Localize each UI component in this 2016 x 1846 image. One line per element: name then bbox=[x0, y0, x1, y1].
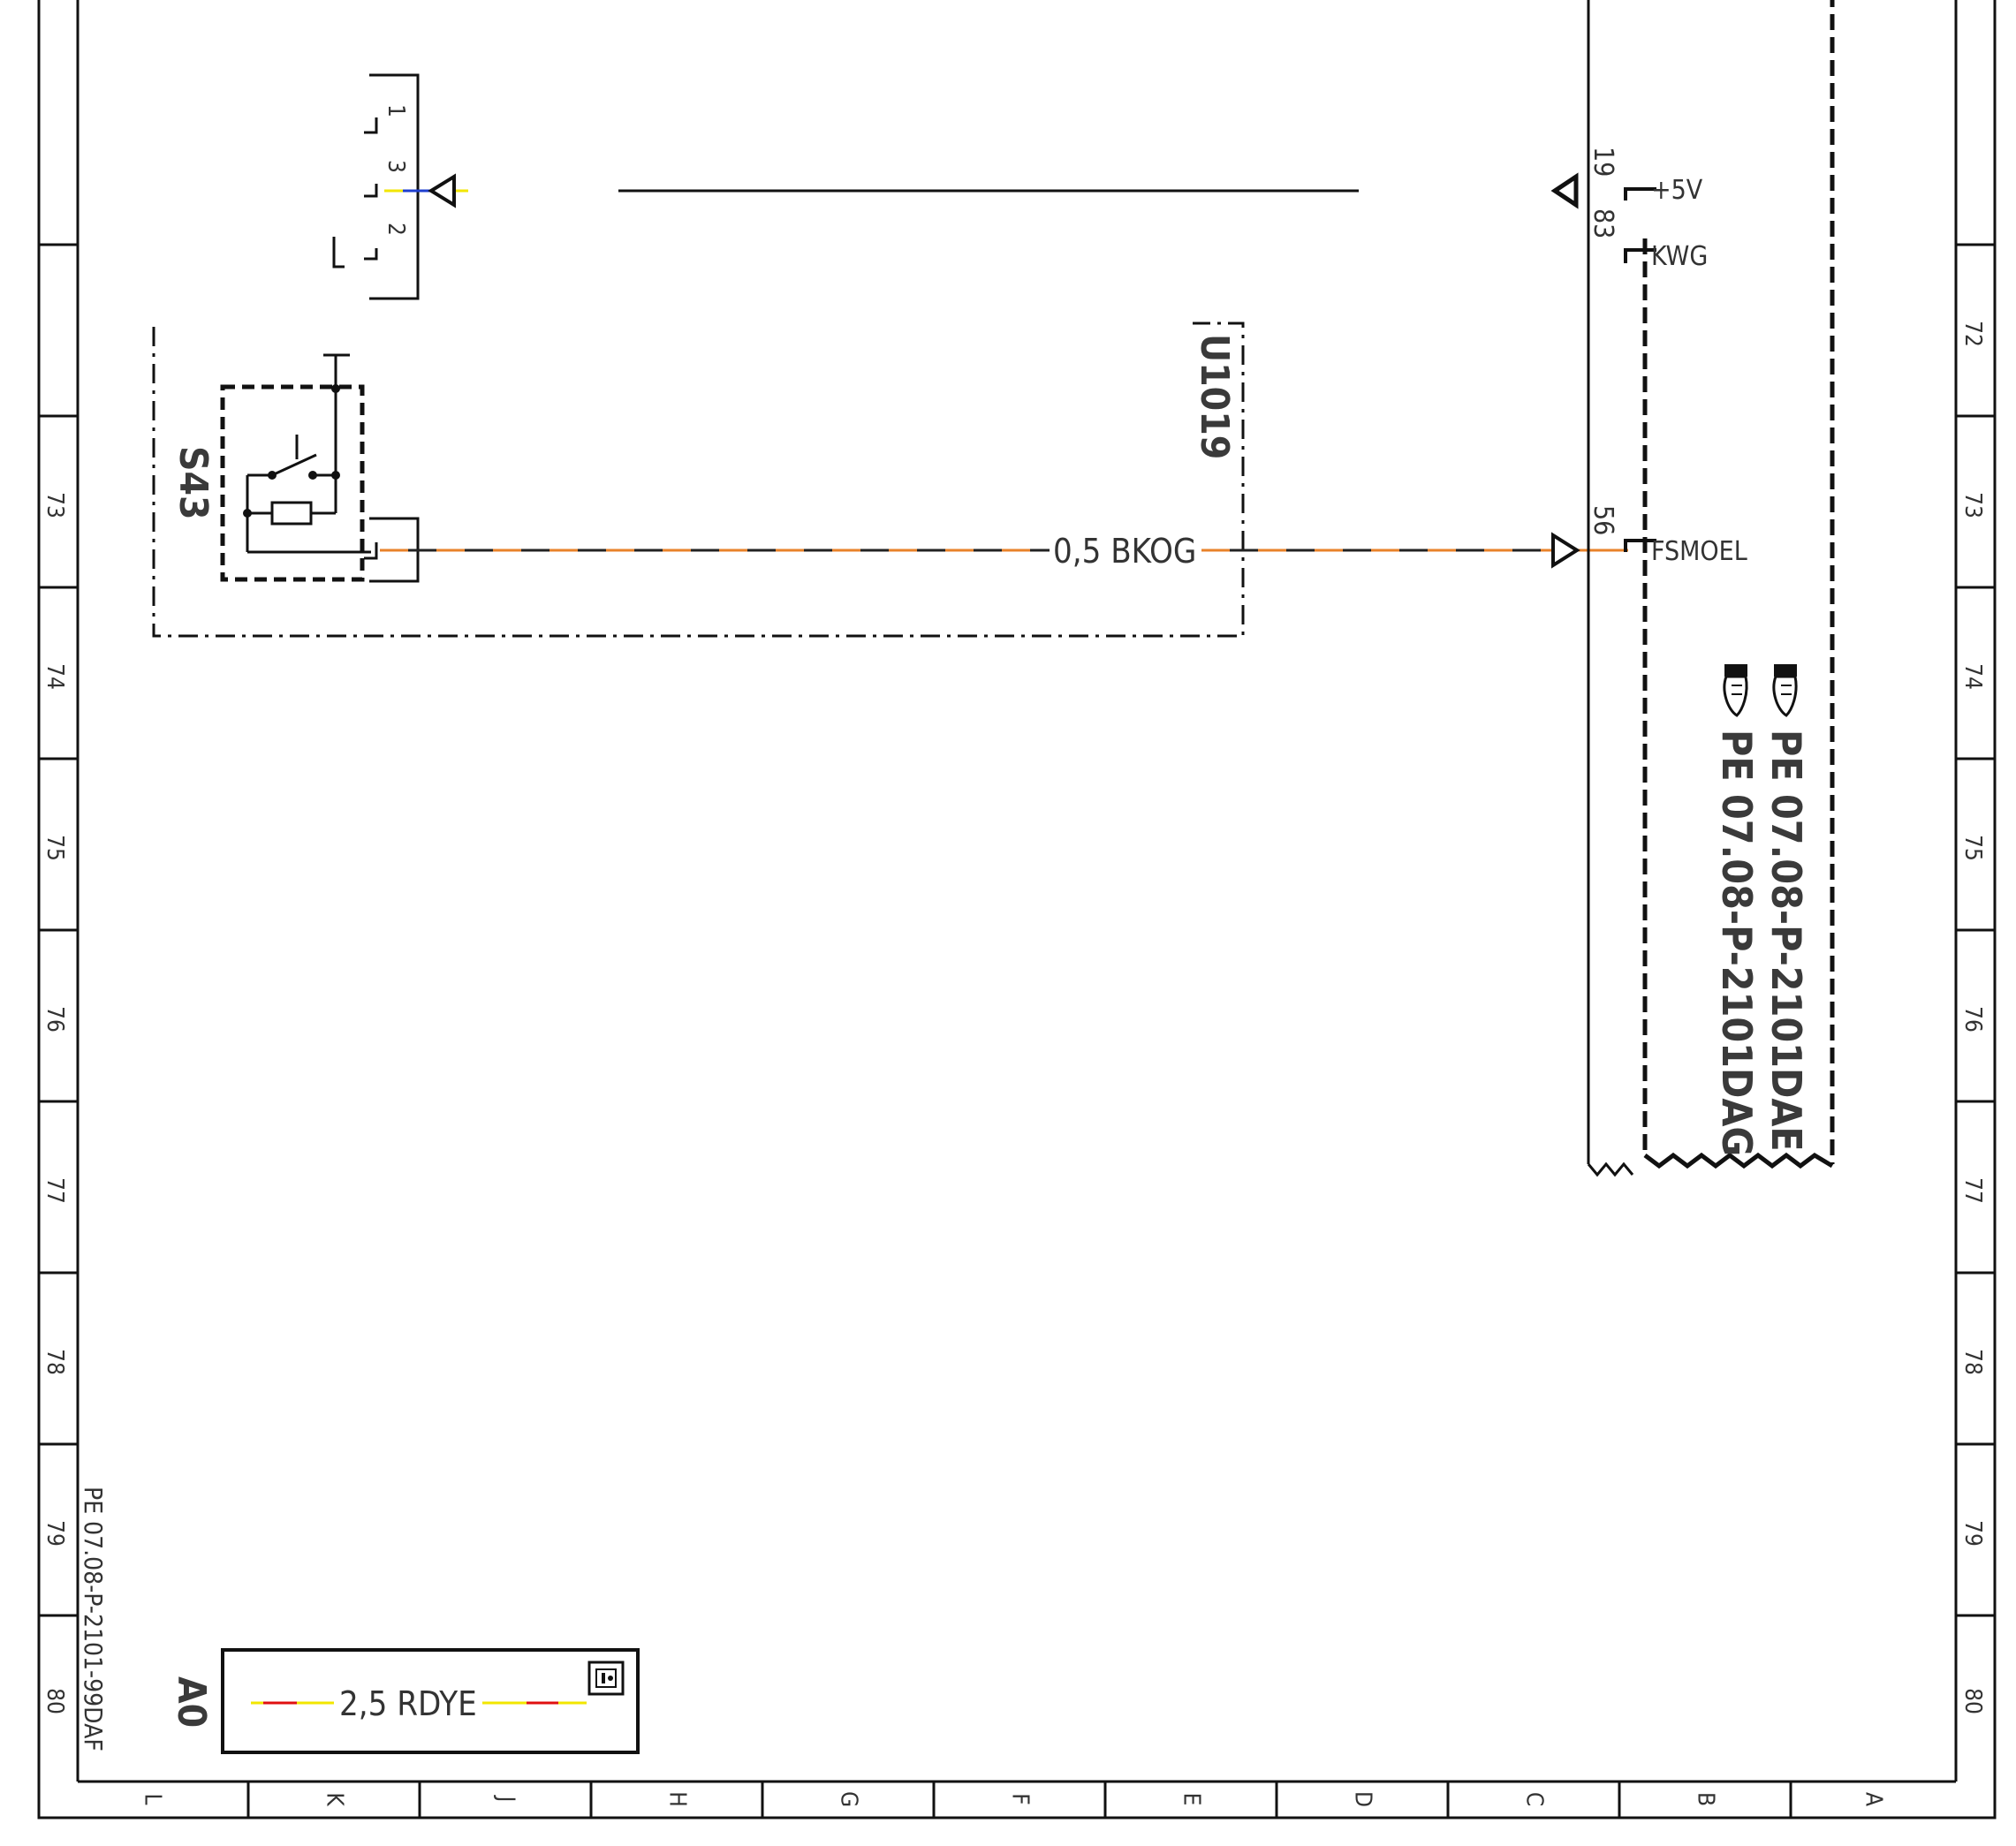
vehicle-enclosure bbox=[152, 322, 1245, 638]
column-letter: H bbox=[664, 1791, 691, 1807]
pin-number: 19 bbox=[1588, 147, 1618, 177]
row-numbers-left: 73 74 75 76 77 78 79 80 bbox=[42, 492, 68, 1714]
switch-symbol bbox=[246, 353, 371, 554]
column-letter: D bbox=[1350, 1791, 1376, 1807]
info-icon[interactable] bbox=[587, 1661, 625, 1696]
sheet-frame bbox=[37, 0, 1997, 1820]
legend-tag: A0 bbox=[169, 1676, 214, 1728]
switch-housing bbox=[220, 384, 365, 582]
document-reference: PE 07.08-P-2101DAE bbox=[1762, 730, 1810, 1152]
column-letter: K bbox=[322, 1792, 348, 1806]
pin-number: 2 bbox=[383, 223, 409, 236]
module-label: U1019 bbox=[1192, 334, 1237, 459]
row-number: 75 bbox=[42, 835, 68, 861]
connector-top-arrow-icon bbox=[428, 173, 456, 208]
control-unit-pin-numbers: 19 83 56 bbox=[1588, 147, 1618, 535]
pin-number: 83 bbox=[1588, 208, 1618, 238]
sheet-reference: PE 07.08-P-2101-99DAF bbox=[79, 1487, 108, 1751]
row-number: 78 bbox=[42, 1349, 68, 1375]
row-number: 80 bbox=[1959, 1688, 1986, 1714]
control-unit-pin-labels: +5V KWG FSMOEL bbox=[1651, 175, 1747, 567]
column-letter: L bbox=[140, 1793, 166, 1804]
column-ticks bbox=[246, 1782, 1792, 1818]
row-number: 76 bbox=[42, 1006, 68, 1033]
pin-number: 1 bbox=[383, 104, 409, 117]
row-number: 77 bbox=[1959, 1177, 1986, 1204]
control-unit-arrow-icon bbox=[1550, 172, 1579, 209]
row-number: 78 bbox=[1959, 1349, 1986, 1375]
row-number: 80 bbox=[42, 1688, 68, 1714]
row-number: 73 bbox=[1959, 492, 1986, 518]
row-number: 72 bbox=[1959, 321, 1986, 347]
column-letter: E bbox=[1179, 1793, 1205, 1806]
row-number: 76 bbox=[1959, 1006, 1986, 1033]
pin-label: +5V bbox=[1651, 175, 1703, 206]
row-number: 75 bbox=[1959, 835, 1986, 861]
control-unit-outline bbox=[1587, 0, 1835, 1177]
pin-number: 56 bbox=[1588, 505, 1618, 535]
document-reference: PE 07.08-P-2101DAG bbox=[1713, 730, 1761, 1156]
connector-top bbox=[332, 73, 420, 300]
connector-top-pins: 1 3 2 bbox=[383, 104, 409, 236]
legend-sample-label: 2,5 RDYE bbox=[339, 1684, 477, 1723]
row-number: 77 bbox=[42, 1177, 68, 1204]
legend-box bbox=[221, 1648, 640, 1754]
column-letter: B bbox=[1693, 1792, 1719, 1806]
pin-label: KWG bbox=[1651, 241, 1708, 272]
pin-number: 3 bbox=[383, 160, 409, 173]
ref-pointer-icon bbox=[1772, 664, 1798, 717]
switch-junctions bbox=[243, 384, 340, 518]
column-letter: A bbox=[1861, 1792, 1887, 1806]
row-numbers-right: 72 73 74 75 76 77 78 79 80 bbox=[1959, 321, 1986, 1714]
wire-label: 0,5 BKOG bbox=[1053, 532, 1196, 571]
row-ticks bbox=[39, 243, 1995, 1617]
pin-label: FSMOEL bbox=[1651, 536, 1747, 567]
row-number: 74 bbox=[1959, 663, 1986, 690]
column-letter: G bbox=[836, 1791, 862, 1807]
row-number: 74 bbox=[42, 663, 68, 690]
column-letter: J bbox=[493, 1795, 519, 1803]
ref-pointer-icon bbox=[1723, 664, 1748, 717]
column-letter: F bbox=[1007, 1793, 1034, 1804]
column-letters: L K J H G F E D C B A bbox=[140, 1791, 1887, 1807]
column-letter: C bbox=[1521, 1792, 1548, 1806]
switch-label: S43 bbox=[171, 446, 216, 520]
row-number: 79 bbox=[42, 1520, 68, 1547]
wire-arrow-icon bbox=[1551, 532, 1580, 569]
row-number: 73 bbox=[42, 492, 68, 518]
row-number: 79 bbox=[1959, 1520, 1986, 1547]
control-unit-pin-stubs bbox=[1624, 187, 1656, 552]
